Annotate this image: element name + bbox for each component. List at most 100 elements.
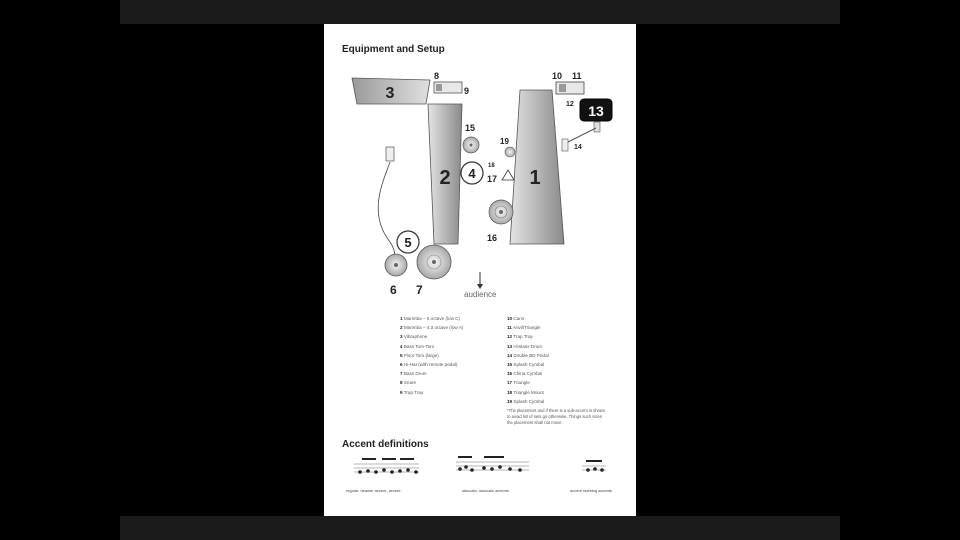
- legend-item: 15 Splash Cymbal: [507, 360, 549, 369]
- legend-item-text: Marimba – 4.3 octave (low A): [403, 325, 464, 331]
- floor-tom-shape: [396, 230, 420, 254]
- bass-tom-shape: [460, 161, 484, 185]
- legend-item: 19 Splash Cymbal: [507, 397, 549, 406]
- label-12: 12: [566, 101, 574, 108]
- legend-item: 9 Trap Tray: [400, 388, 463, 397]
- legend-item-number: 3: [400, 334, 403, 340]
- legend-item-number: 1: [400, 316, 403, 321]
- legend-item: 3 Vibraphone: [400, 332, 463, 341]
- accent-example-1-notation: [354, 458, 419, 474]
- legend-item: 13 Hi-Bass Drum: [507, 342, 549, 351]
- legend-item-number: 4: [400, 343, 403, 349]
- marimba-small-shape: [427, 103, 463, 245]
- label-10: 10: [552, 71, 562, 81]
- legend-item: 17 Triangle: [507, 378, 549, 387]
- legend-item-number: 6: [400, 362, 403, 368]
- legend-item-text: Triangle Mount: [513, 389, 544, 395]
- legend-item-text: Bass Drum: [403, 371, 427, 377]
- accent-caption-1: regular, heavier accent, accent: [346, 488, 401, 493]
- legend-left: 1 Marimba – 5 octave (low C)2 Marimba – …: [400, 314, 463, 397]
- legend-item-number: 10: [507, 316, 513, 321]
- stage-diagram: 3 8 9 2 1 10 11 12 13 14 15 4: [351, 71, 613, 297]
- label-6: 6: [390, 283, 397, 297]
- label-5: 5: [404, 235, 411, 250]
- legend-item-number: 18: [507, 389, 513, 395]
- legend-item-number: 14: [507, 352, 513, 358]
- legend-item: 14 Double BD Pedal: [507, 351, 549, 360]
- label-13: 13: [588, 103, 604, 119]
- video-bottom-bar: [120, 516, 840, 540]
- label-18: 18: [488, 163, 495, 169]
- remote-pedal-shape: [385, 146, 395, 162]
- legend-item-text: Cans: [513, 316, 525, 321]
- accent-caption-2: staccato, staccato accents: [462, 488, 509, 493]
- pedal-mount-shape: [593, 121, 601, 133]
- legend-item-number: 13: [507, 343, 513, 349]
- legend-item-number: 15: [507, 362, 513, 368]
- video-top-bar: [120, 0, 840, 24]
- label-15: 15: [465, 123, 475, 133]
- triangle-shape: [501, 169, 515, 181]
- legend-item-text: Splash Cymbal: [513, 362, 545, 368]
- legend-item: 8 Snare: [400, 378, 463, 387]
- label-19: 19: [500, 137, 509, 146]
- legend-item-number: 9: [400, 389, 403, 395]
- legend-item: 2 Marimba – 4.3 octave (low A): [400, 323, 463, 332]
- legend-item-number: 2: [400, 325, 403, 331]
- label-11: 11: [572, 71, 582, 81]
- label-1: 1: [529, 167, 540, 189]
- legend-item-text: Double BD Pedal: [513, 352, 549, 358]
- audience-label: audience: [464, 290, 497, 299]
- accent-examples: [354, 456, 606, 474]
- legend-item-number: 8: [400, 380, 403, 386]
- legend-item-text: Hi-Bass Drum: [513, 343, 542, 349]
- label-7: 7: [416, 283, 423, 297]
- accent-example-2-notation: [456, 456, 529, 472]
- cans-inner-shape: [559, 84, 566, 92]
- snare-shape: [433, 81, 463, 94]
- accent-example-3-notation: [582, 460, 606, 472]
- legend-item-number: 5: [400, 352, 403, 358]
- label-9: 9: [464, 86, 469, 96]
- label-2: 2: [439, 167, 450, 189]
- legend-item: 11 Anvil/Triangle: [507, 323, 549, 332]
- legend-item: 16 China Cymbal: [507, 369, 549, 378]
- label-17: 17: [487, 174, 497, 184]
- legend-item-number: 17: [507, 380, 513, 386]
- label-14: 14: [574, 144, 582, 151]
- legend-item: 1 Marimba – 5 octave (low C): [400, 314, 463, 323]
- legend-item-text: Trap Tray: [513, 334, 533, 340]
- trap-tray-shape: [436, 84, 442, 91]
- legend-item-number: 11: [507, 325, 512, 331]
- legend-item: 6 Hi-Hat (with remote pedal): [400, 360, 463, 369]
- legend-item-text: Anvil/Triangle: [512, 325, 541, 331]
- legend-item-text: China Cymbal: [513, 371, 543, 377]
- legend-item-text: Snare: [403, 380, 417, 386]
- legend-item-number: 16: [507, 371, 513, 377]
- legend-item: 18 Triangle Mount: [507, 388, 549, 397]
- accent-caption-3: accent marking accents: [570, 488, 613, 493]
- legend-item-text: Bass Tom-Tom: [403, 343, 435, 349]
- marimba-large-shape: [509, 89, 565, 245]
- legend-item-text: Marimba – 5 octave (low C): [403, 316, 461, 321]
- legend-item-text: Splash Cymbal: [513, 398, 545, 404]
- label-4: 4: [468, 166, 476, 181]
- legend-item-number: 12: [507, 334, 513, 340]
- legend-item-text: Floor Tom (large): [403, 352, 439, 358]
- legend-item-text: Triangle: [513, 380, 530, 386]
- legend-note: *The placement and if there is a sub-acc…: [507, 408, 606, 425]
- legend-item: 10 Cans: [507, 314, 549, 323]
- accent-title: Accent definitions: [342, 439, 429, 450]
- vibraphone-shape: [351, 77, 431, 105]
- legend-item-text: Vibraphone: [403, 334, 428, 340]
- legend-item: 7 Bass Drum: [400, 369, 463, 378]
- legend-item: 12 Trap Tray: [507, 332, 549, 341]
- legend-item-number: 19: [507, 398, 513, 404]
- legend-item: 5 Floor Tom (large): [400, 351, 463, 360]
- label-8: 8: [434, 71, 439, 81]
- legend-item-text: Hi-Hat (with remote pedal): [403, 362, 458, 368]
- hi-bass-drum-shape: [579, 98, 613, 122]
- page-title: Equipment and Setup: [342, 44, 445, 55]
- splash-cymbal-2-shape: [504, 146, 516, 158]
- pedal-link-shape: [567, 127, 597, 143]
